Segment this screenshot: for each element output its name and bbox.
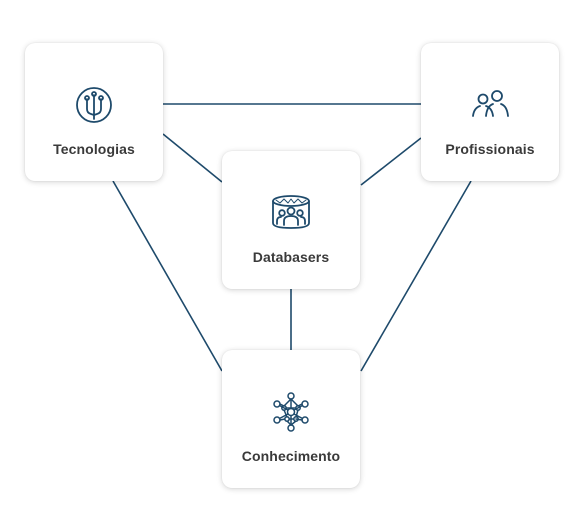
network-sphere-icon [269, 390, 313, 434]
node-databasers: Databasers [222, 151, 360, 289]
node-label: Tecnologias [53, 141, 135, 157]
node-profissionais: Profissionais [421, 43, 559, 181]
node-label: Profissionais [445, 141, 535, 157]
edge-profissionais-databasers [360, 137, 422, 186]
node-label: Databasers [252, 249, 330, 265]
database-people-icon [269, 191, 313, 235]
node-conhecimento: Conhecimento [222, 350, 360, 488]
circuit-tree-icon [72, 83, 116, 127]
edge-tecnologias-databasers [162, 133, 223, 183]
edge-tecnologias-conhecimento [112, 180, 223, 372]
people-icon [468, 83, 512, 127]
node-label: Conhecimento [241, 448, 341, 464]
node-tecnologias: Tecnologias [25, 43, 163, 181]
edge-profissionais-conhecimento [360, 180, 472, 372]
